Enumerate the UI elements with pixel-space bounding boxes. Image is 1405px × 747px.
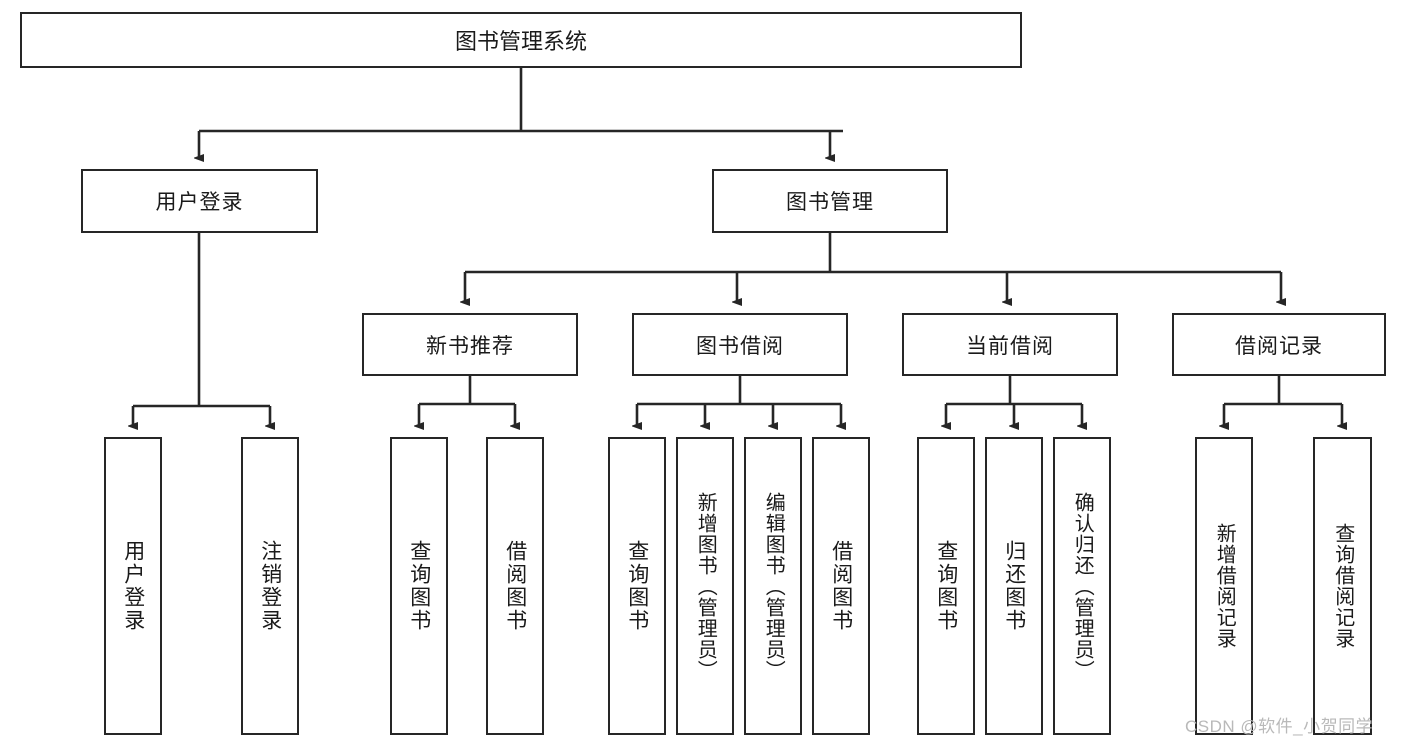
- node-new-book-recommend-label: 新书推荐: [426, 334, 514, 358]
- leaf-current-confirm-return-admin-label: 确认归还（管理员）: [1071, 491, 1094, 681]
- leaf-current-query-book-label: 查询图书: [934, 540, 958, 632]
- leaf-user-logout[interactable]: 注销登录: [241, 437, 299, 735]
- watermark: CSDN @软件_小贺同学: [1185, 717, 1374, 736]
- leaf-newbook-borrow-book-label: 借阅图书: [503, 540, 527, 632]
- leaf-borrow-add-book-admin[interactable]: 新增图书（管理员）: [676, 437, 734, 735]
- node-book-borrow-label: 图书借阅: [696, 334, 784, 358]
- leaf-newbook-query-book[interactable]: 查询图书: [390, 437, 448, 735]
- leaf-records-query-record-label: 查询借阅记录: [1331, 523, 1354, 649]
- node-user-login[interactable]: 用户登录: [81, 169, 318, 233]
- leaf-borrow-lend-book-label: 借阅图书: [829, 540, 853, 632]
- leaf-borrow-query-book-label: 查询图书: [625, 540, 649, 632]
- node-borrow-records-label: 借阅记录: [1235, 334, 1323, 358]
- leaf-borrow-lend-book[interactable]: 借阅图书: [812, 437, 870, 735]
- leaf-current-return-book-label: 归还图书: [1002, 540, 1026, 632]
- leaf-current-return-book[interactable]: 归还图书: [985, 437, 1043, 735]
- node-current-borrow[interactable]: 当前借阅: [902, 313, 1118, 376]
- node-book-management-label: 图书管理: [786, 191, 874, 214]
- leaf-current-query-book[interactable]: 查询图书: [917, 437, 975, 735]
- leaf-borrow-add-book-admin-label: 新增图书（管理员）: [694, 491, 717, 681]
- leaf-newbook-query-book-label: 查询图书: [407, 540, 431, 632]
- leaf-borrow-edit-book-admin[interactable]: 编辑图书（管理员）: [744, 437, 802, 735]
- node-user-login-label: 用户登录: [155, 191, 244, 214]
- leaf-borrow-query-book[interactable]: 查询图书: [608, 437, 666, 735]
- leaf-records-add-record-label: 新增借阅记录: [1213, 523, 1236, 649]
- node-new-book-recommend[interactable]: 新书推荐: [362, 313, 578, 376]
- node-root[interactable]: 图书管理系统: [20, 12, 1022, 68]
- node-borrow-records[interactable]: 借阅记录: [1172, 313, 1386, 376]
- leaf-borrow-edit-book-admin-label: 编辑图书（管理员）: [762, 491, 785, 681]
- leaf-newbook-borrow-book[interactable]: 借阅图书: [486, 437, 544, 735]
- leaf-current-confirm-return-admin[interactable]: 确认归还（管理员）: [1053, 437, 1111, 735]
- node-book-management[interactable]: 图书管理: [712, 169, 948, 233]
- leaf-user-logout-label: 注销登录: [258, 540, 282, 632]
- leaf-user-login-label: 用户登录: [121, 540, 145, 632]
- leaf-records-query-record[interactable]: 查询借阅记录: [1313, 437, 1372, 735]
- leaf-user-login[interactable]: 用户登录: [104, 437, 162, 735]
- leaf-records-add-record[interactable]: 新增借阅记录: [1195, 437, 1253, 735]
- node-current-borrow-label: 当前借阅: [966, 334, 1054, 358]
- node-book-borrow[interactable]: 图书借阅: [632, 313, 848, 376]
- node-root-label: 图书管理系统: [454, 29, 587, 54]
